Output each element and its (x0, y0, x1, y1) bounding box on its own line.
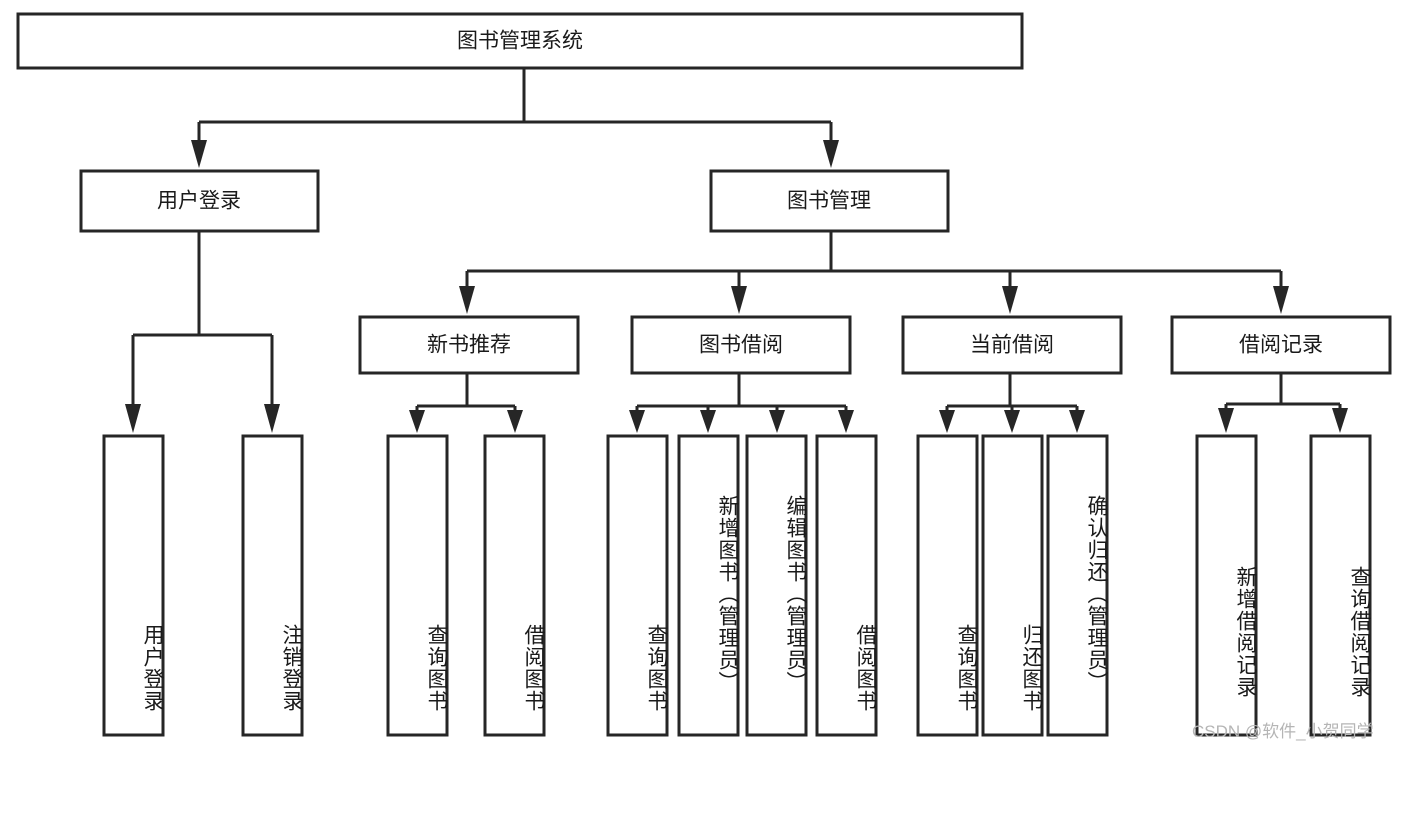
arrow-to-leaf-add-book (700, 410, 716, 433)
label-root: 图书管理系统 (457, 30, 583, 53)
arrow-root-to-book-manage (823, 140, 839, 168)
label-book-manage: 图书管理 (787, 190, 871, 213)
node-box-book-manage[interactable] (709, 169, 950, 233)
arrow-to-leaf-query-book-3 (939, 410, 955, 433)
node-box-leaf-query-book-2[interactable] (606, 434, 669, 737)
horizontal-node-labels: 图书管理系统 用户登录 图书管理 新书推荐 图书借阅 当前借阅 借阅记录 (157, 30, 1323, 357)
node-box-leaf-query-record[interactable] (1309, 434, 1372, 737)
node-box-leaf-borrow-book-1[interactable] (483, 434, 546, 737)
arrow-to-leaf-add-record (1218, 408, 1234, 433)
node-box-current-borrow[interactable] (901, 315, 1123, 375)
connectors (125, 68, 1348, 433)
arrow-to-book-borrow (731, 286, 747, 314)
node-box-leaf-edit-book[interactable] (745, 434, 808, 737)
arrow-root-to-user-login (191, 140, 207, 168)
label-book-borrow: 图书借阅 (699, 334, 783, 357)
label-current-borrow: 当前借阅 (970, 334, 1054, 357)
node-box-leaf-add-record[interactable] (1195, 434, 1258, 737)
node-box-leaf-confirm-return[interactable] (1046, 434, 1109, 737)
node-boxes (16, 12, 1392, 737)
node-box-borrow-record[interactable] (1170, 315, 1392, 375)
node-box-leaf-user-login[interactable] (102, 434, 165, 737)
arrow-to-new-book-rec (459, 286, 475, 314)
arrow-to-leaf-user-login (125, 404, 141, 433)
node-box-root[interactable] (16, 12, 1024, 70)
node-box-leaf-add-book[interactable] (677, 434, 740, 737)
diagram-canvas: 图书管理系统 用户登录 图书管理 新书推荐 图书借阅 当前借阅 借阅记录 用户登… (16, 12, 1392, 741)
arrow-to-leaf-edit-book (769, 410, 785, 433)
node-box-leaf-query-book-1[interactable] (386, 434, 449, 737)
node-box-book-borrow[interactable] (630, 315, 852, 375)
node-box-user-login[interactable] (79, 169, 320, 233)
label-user-login: 用户登录 (157, 190, 241, 213)
arrow-to-leaf-return-book (1004, 410, 1020, 433)
arrow-to-current-borrow (1002, 286, 1018, 314)
node-box-leaf-logout[interactable] (241, 434, 304, 737)
label-new-book-rec: 新书推荐 (427, 334, 511, 357)
node-box-leaf-query-book-3[interactable] (916, 434, 979, 737)
arrow-to-borrow-record (1273, 286, 1289, 314)
node-box-leaf-borrow-book-2[interactable] (815, 434, 878, 737)
label-borrow-record: 借阅记录 (1239, 334, 1323, 357)
arrow-to-leaf-borrow-book-1 (507, 410, 523, 433)
arrow-to-leaf-borrow-book-2 (838, 410, 854, 433)
arrow-to-leaf-query-book-2 (629, 410, 645, 433)
node-box-leaf-return-book[interactable] (981, 434, 1044, 737)
arrow-to-leaf-confirm-return (1069, 410, 1085, 433)
arrow-to-leaf-logout (264, 404, 280, 433)
arrow-to-leaf-query-record (1332, 408, 1348, 433)
arrow-to-leaf-query-book-1 (409, 410, 425, 433)
node-box-new-book-rec[interactable] (358, 315, 580, 375)
flowchart-svg: 图书管理系统 用户登录 图书管理 新书推荐 图书借阅 当前借阅 借阅记录 (16, 12, 1392, 737)
csdn-watermark: CSDN @软件_小贺同学 (1192, 722, 1374, 741)
